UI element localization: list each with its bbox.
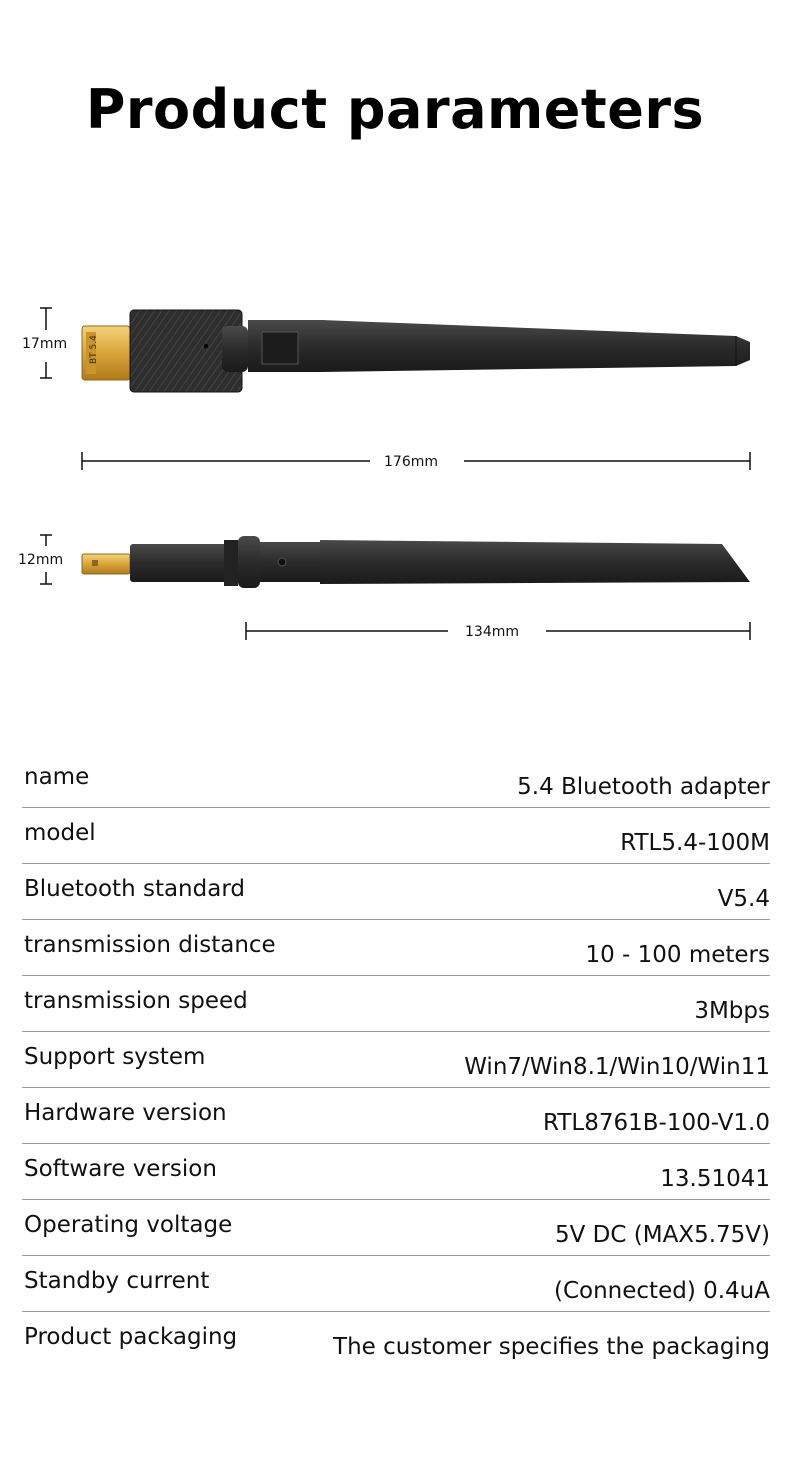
spec-key: Hardware version bbox=[24, 1100, 227, 1126]
spec-value: 3Mbps bbox=[694, 998, 770, 1024]
spec-value: 10 - 100 meters bbox=[585, 942, 770, 968]
spec-row-product-packaging: Product packaging The customer specifies… bbox=[22, 1312, 770, 1368]
page-title: Product parameters bbox=[85, 78, 705, 141]
spec-value: 5.4 Bluetooth adapter bbox=[517, 774, 770, 800]
spec-row-operating-voltage: Operating voltage 5V DC (MAX5.75V) bbox=[22, 1200, 770, 1256]
spec-row-support-system: Support system Win7/Win8.1/Win10/Win11 bbox=[22, 1032, 770, 1088]
spec-key: Bluetooth standard bbox=[24, 876, 245, 902]
spec-value: 13.51041 bbox=[660, 1166, 770, 1192]
spec-key: transmission speed bbox=[24, 988, 248, 1014]
spec-row-software-version: Software version 13.51041 bbox=[22, 1144, 770, 1200]
side-height-dimension: 12mm bbox=[18, 534, 63, 585]
top-length-label: 176mm bbox=[384, 454, 438, 470]
spec-key: Software version bbox=[24, 1156, 217, 1182]
spec-row-name: name 5.4 Bluetooth adapter bbox=[22, 752, 770, 808]
side-length-dimension: 134mm bbox=[245, 622, 751, 640]
adapter-label: BT 5.4 bbox=[89, 335, 99, 364]
spec-table: name 5.4 Bluetooth adapter model RTL5.4-… bbox=[22, 752, 770, 1368]
top-height-label: 17mm bbox=[22, 336, 67, 352]
spec-value: V5.4 bbox=[717, 886, 770, 912]
spec-row-transmission-speed: transmission speed 3Mbps bbox=[22, 976, 770, 1032]
spec-value: 5V DC (MAX5.75V) bbox=[555, 1222, 770, 1248]
adapter-top-view: BT 5.4 bbox=[81, 309, 750, 393]
spec-value: (Connected) 0.4uA bbox=[554, 1278, 770, 1304]
spec-row-hardware-version: Hardware version RTL8761B-100-V1.0 bbox=[22, 1088, 770, 1144]
spec-value: RTL5.4-100M bbox=[620, 830, 770, 856]
spec-row-bluetooth-standard: Bluetooth standard V5.4 bbox=[22, 864, 770, 920]
spec-value: Win7/Win8.1/Win10/Win11 bbox=[464, 1054, 770, 1080]
spec-key: Support system bbox=[24, 1044, 206, 1070]
adapter-side-view bbox=[81, 536, 750, 588]
spec-value: The customer specifies the packaging bbox=[333, 1334, 770, 1360]
spec-row-model: model RTL5.4-100M bbox=[22, 808, 770, 864]
spec-key: Standby current bbox=[24, 1268, 210, 1294]
spec-value: RTL8761B-100-V1.0 bbox=[543, 1110, 770, 1136]
top-height-dimension: 17mm bbox=[22, 307, 67, 379]
top-length-dimension: 176mm bbox=[81, 452, 751, 470]
side-length-label: 134mm bbox=[465, 624, 519, 640]
spec-key: model bbox=[24, 820, 96, 846]
spec-key: transmission distance bbox=[24, 932, 276, 958]
spec-row-transmission-distance: transmission distance 10 - 100 meters bbox=[22, 920, 770, 976]
spec-key: Product packaging bbox=[24, 1324, 238, 1350]
product-diagram: 17mm BT 5.4 176mm 12mm bbox=[18, 307, 751, 640]
side-height-label: 12mm bbox=[18, 552, 63, 568]
spec-row-standby-current: Standby current (Connected) 0.4uA bbox=[22, 1256, 770, 1312]
spec-key: Operating voltage bbox=[24, 1212, 233, 1238]
spec-key: name bbox=[24, 764, 90, 790]
